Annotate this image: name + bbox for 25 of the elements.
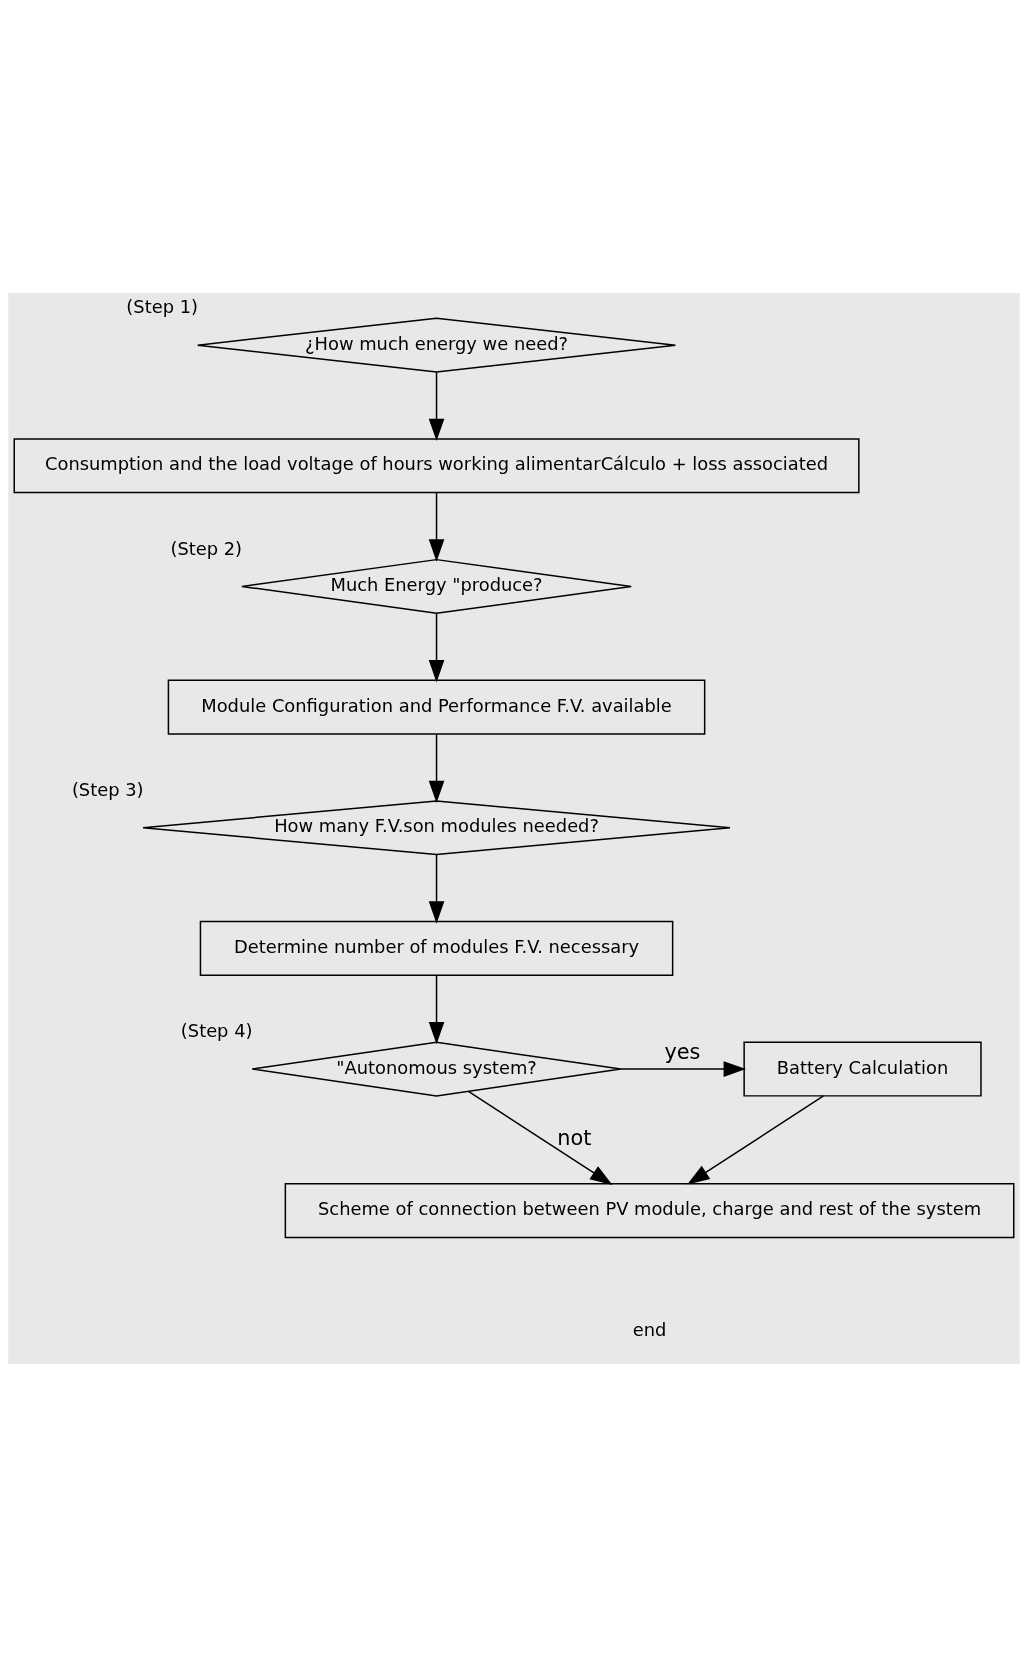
arrow bbox=[467, 1090, 613, 1185]
node-diamond: "Autonomous system? bbox=[251, 1041, 622, 1097]
node-label: (Step 4) bbox=[180, 1020, 253, 1042]
node-diamond: How many F.V.son modules needed? bbox=[142, 800, 731, 856]
arrow bbox=[620, 1061, 746, 1077]
arrow bbox=[428, 492, 445, 562]
node-label: (Step 2) bbox=[170, 537, 243, 559]
node-diamond: ¿How much energy we need? bbox=[196, 317, 677, 373]
edge-label: yes bbox=[664, 1039, 701, 1064]
node-box: Determine number of modules F.V. necessary bbox=[199, 920, 674, 976]
node-box: Consumption and the load voltage of hours working alimentarCálculo + loss associated bbox=[13, 438, 860, 494]
arrow bbox=[428, 854, 445, 924]
arrow bbox=[428, 974, 445, 1045]
node-box: Battery Calculation bbox=[743, 1041, 982, 1097]
node-label: (Step 3) bbox=[71, 778, 144, 800]
label: end bbox=[632, 1318, 667, 1340]
arrow bbox=[428, 371, 445, 442]
arrow bbox=[428, 733, 445, 804]
node-diamond: Much Energy "produce? bbox=[241, 558, 632, 614]
node-label: (Step 1) bbox=[126, 296, 198, 318]
node-box: Scheme of connection between PV module, charge and rest of the system bbox=[284, 1183, 1015, 1239]
node-box: Module Configuration and Performance F.V. available bbox=[167, 679, 706, 735]
edge-label: not bbox=[557, 1126, 592, 1151]
arrow bbox=[687, 1095, 825, 1185]
arrow bbox=[428, 612, 445, 683]
